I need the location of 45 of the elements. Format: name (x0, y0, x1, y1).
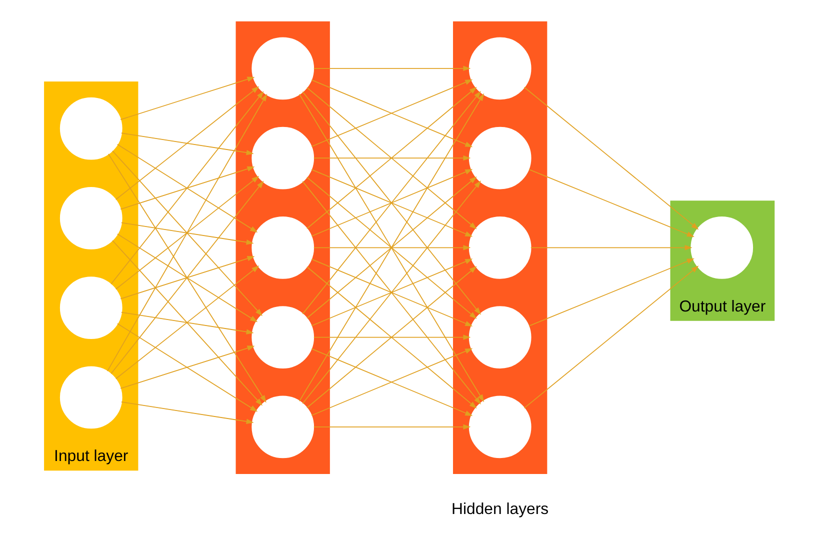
arrow (313, 424, 471, 430)
arrow (120, 256, 255, 300)
arrow (313, 245, 471, 250)
arrow (112, 240, 263, 406)
arrow (106, 94, 268, 372)
arrow (112, 150, 263, 316)
node-circle (60, 366, 122, 429)
node-circle (252, 306, 314, 368)
arrow (110, 91, 264, 284)
arrow (108, 154, 266, 403)
arrow (116, 323, 258, 412)
node-circle (60, 186, 122, 250)
arrow (116, 234, 258, 322)
node-circle (60, 97, 122, 160)
arrow (306, 176, 477, 319)
arrow (120, 346, 255, 389)
arrow (528, 168, 694, 237)
arrow (528, 258, 694, 326)
arrow (120, 166, 255, 210)
arrow (121, 402, 254, 424)
cluster: Output layer (670, 200, 775, 321)
arrow (313, 334, 471, 340)
arrow (524, 86, 699, 230)
arrow (121, 222, 254, 245)
arrow (115, 176, 260, 290)
node-circle (60, 276, 122, 339)
arrow (311, 348, 473, 416)
arrow (115, 86, 260, 200)
arrow (115, 265, 260, 380)
arrow (313, 66, 471, 72)
arrow (311, 258, 473, 326)
arrow (110, 180, 264, 374)
arrow (120, 76, 255, 120)
cluster: Input layer (44, 81, 138, 471)
arrow (313, 155, 471, 161)
arrow (530, 245, 692, 250)
cluster (236, 21, 330, 474)
arrow (121, 312, 254, 334)
arrow (116, 144, 258, 233)
cluster (453, 21, 548, 474)
label: Hidden layers (452, 500, 549, 518)
arrow (311, 169, 473, 237)
arrow (121, 132, 254, 156)
arrow (306, 266, 477, 408)
arrow (524, 266, 699, 409)
